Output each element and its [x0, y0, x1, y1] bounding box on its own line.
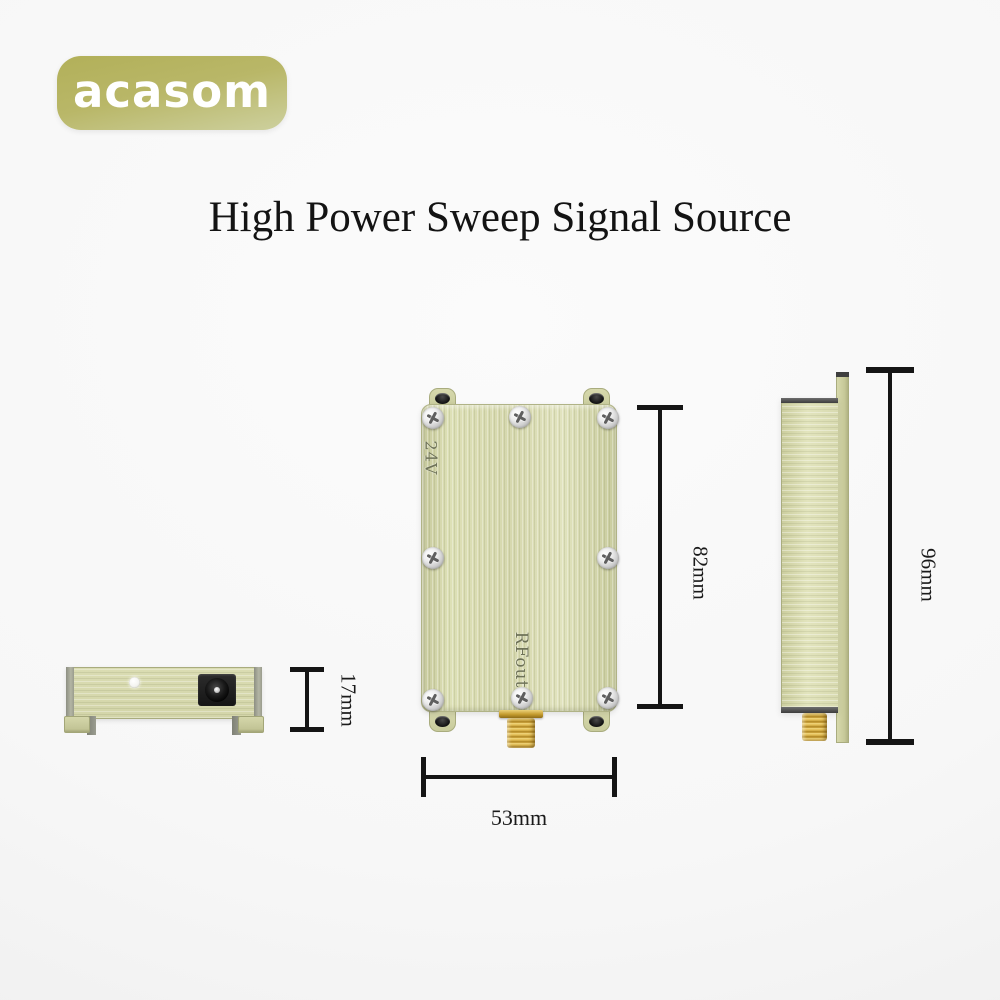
dimension-cap — [290, 667, 324, 672]
led-indicator — [129, 677, 140, 688]
mounting-ear — [429, 710, 456, 732]
screw-icon — [509, 406, 531, 428]
logo-text: acasom — [73, 64, 271, 118]
screw-icon — [511, 687, 533, 709]
mounting-ear — [583, 710, 610, 732]
mounting-foot — [64, 716, 90, 733]
dimension-cap — [637, 405, 683, 410]
dimension-label: 17mm — [336, 673, 361, 727]
brand-logo: acasom — [57, 56, 287, 130]
voltage-label: 24V — [421, 440, 441, 476]
screw-icon — [422, 407, 444, 429]
dimension-cap — [637, 704, 683, 709]
dimension-label: 82mm — [688, 546, 713, 600]
sma-barrel — [507, 718, 535, 748]
mounting-foot-tab — [232, 716, 241, 735]
dimension-cap — [866, 367, 914, 373]
dimension-cap — [290, 727, 324, 732]
dc-power-jack-icon — [198, 674, 236, 706]
rfout-label: RFout — [511, 631, 531, 689]
side-edge — [66, 667, 74, 719]
profile-bottom-lip — [781, 707, 838, 713]
dimension-line — [305, 670, 309, 730]
profile-panel — [781, 398, 838, 713]
dimension-label: 53mm — [490, 805, 548, 830]
mounting-foot-tab — [87, 716, 96, 735]
dimension-label: 96mm — [916, 548, 941, 602]
page-title: High Power Sweep Signal Source — [208, 194, 792, 241]
screw-icon — [422, 689, 444, 711]
sma-flange — [499, 710, 543, 718]
profile-top-lip — [781, 398, 838, 403]
sma-connector-icon — [802, 713, 827, 741]
dimension-line — [424, 775, 614, 779]
dimension-cap — [612, 757, 617, 797]
dimension-line — [658, 408, 662, 707]
screw-icon — [422, 547, 444, 569]
side-edge — [254, 667, 262, 719]
mounting-foot — [238, 716, 264, 733]
dc-jack-pin — [214, 687, 220, 693]
screw-icon — [597, 407, 619, 429]
screw-icon — [597, 687, 619, 709]
screw-icon — [597, 547, 619, 569]
dimension-cap — [866, 739, 914, 745]
dimension-cap — [421, 757, 426, 797]
dimension-line — [888, 371, 892, 742]
